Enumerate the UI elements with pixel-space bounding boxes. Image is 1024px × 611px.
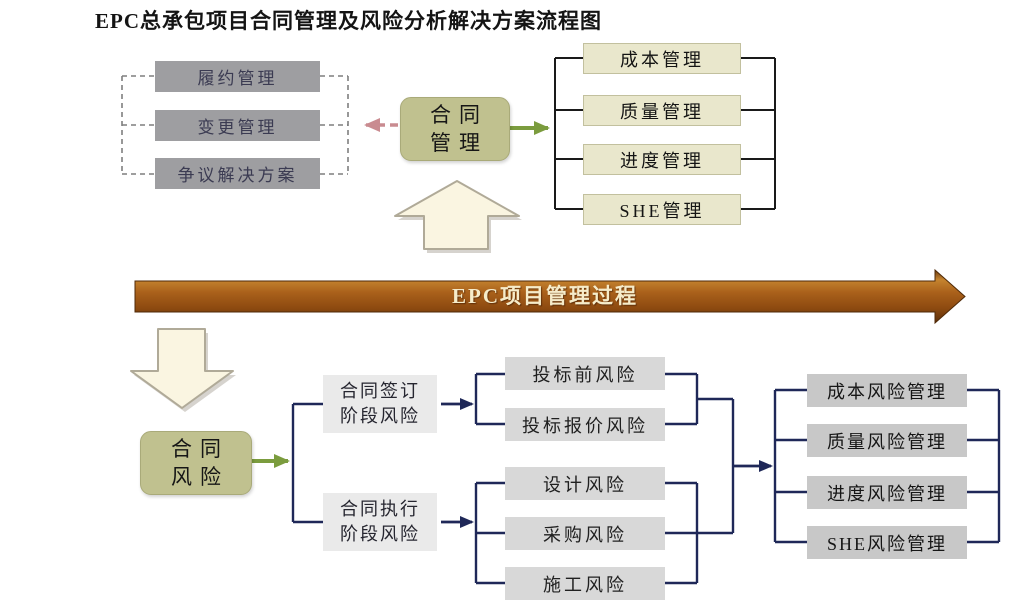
timeline-arrow (134, 268, 966, 325)
stage-line: 合同执行 (340, 498, 420, 519)
she-risk-management-box: SHE风险管理 (807, 526, 967, 559)
procurement-risk-box: 采购风险 (505, 517, 665, 550)
performance-management-box: 履约管理 (155, 61, 320, 92)
contract-management-hub: 合同 管理 (400, 97, 510, 161)
dispute-resolution-box: 争议解决方案 (155, 158, 320, 189)
timeline-label: EPC项目管理过程 (452, 284, 638, 308)
design-risk-box: 设计风险 (505, 467, 665, 500)
stage-line: 阶段风险 (340, 524, 420, 544)
black-ladder-top-right (554, 57, 776, 210)
hub-line: 合同 (171, 436, 229, 461)
bid-quotation-risk-box: 投标报价风险 (505, 408, 665, 441)
quality-management-box: 质量管理 (583, 95, 741, 126)
cost-management-box: 成本管理 (583, 43, 741, 74)
up-block-arrow (394, 180, 520, 250)
schedule-risk-management-box: 进度风险管理 (807, 476, 967, 509)
pre-bid-risk-box: 投标前风险 (505, 357, 665, 390)
she-management-box: SHE管理 (583, 194, 741, 225)
stage-line: 合同签订 (340, 380, 420, 401)
hub-line: 合同 (430, 102, 488, 127)
change-management-box: 变更管理 (155, 110, 320, 141)
hub-line: 风险 (171, 465, 229, 489)
down-block-arrow (130, 328, 234, 409)
stage-line: 阶段风险 (340, 406, 420, 426)
page-title: EPC总承包项目合同管理及风险分析解决方案流程图 (95, 9, 602, 33)
hub-line: 管理 (430, 131, 488, 155)
contract-risk-hub: 合同 风险 (140, 431, 252, 495)
quality-risk-management-box: 质量风险管理 (807, 424, 967, 457)
navy-tree (291, 372, 1001, 585)
execution-stage-risk-box: 合同执行 阶段风险 (323, 493, 437, 551)
construction-risk-box: 施工风险 (505, 567, 665, 600)
signing-stage-risk-box: 合同签订 阶段风险 (323, 375, 437, 433)
dashed-bracket-left (121, 75, 349, 175)
schedule-management-box: 进度管理 (583, 144, 741, 175)
cost-risk-management-box: 成本风险管理 (807, 374, 967, 407)
